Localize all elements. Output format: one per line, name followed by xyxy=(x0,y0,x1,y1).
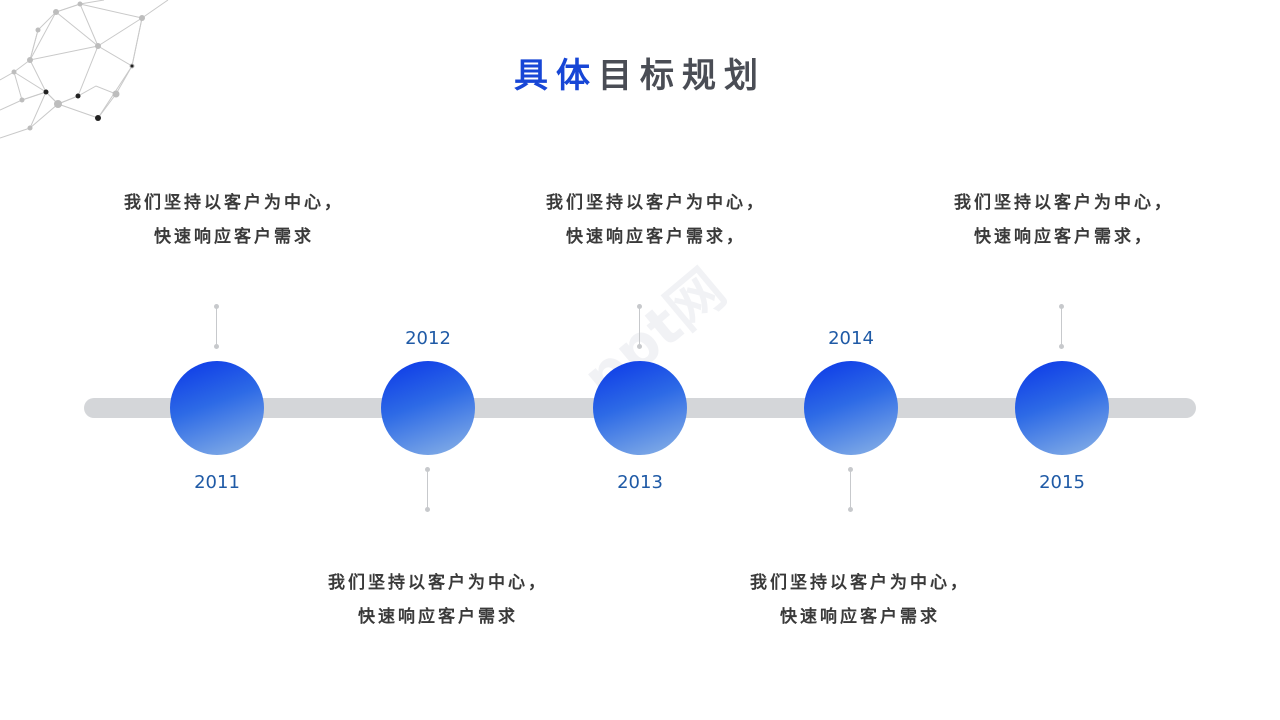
milestone-description: 我们坚持以客户为中心， 快速响应客户需求 xyxy=(288,566,588,634)
description-line-2: 快速响应客户需求， xyxy=(566,227,746,247)
connector-line xyxy=(639,307,640,347)
year-label: 2013 xyxy=(617,472,663,493)
milestone-description: 我们坚持以客户为中心， 快速响应客户需求 xyxy=(84,186,384,254)
connector-dot xyxy=(1059,304,1064,309)
connector-dot xyxy=(1059,344,1064,349)
connector-dot xyxy=(848,507,853,512)
connector-line xyxy=(850,470,851,510)
milestone-description: 我们坚持以客户为中心， 快速响应客户需求 xyxy=(710,566,1010,634)
milestone-description: 我们坚持以客户为中心， 快速响应客户需求， xyxy=(914,186,1214,254)
description-line-1: 我们坚持以客户为中心， xyxy=(328,573,548,593)
timeline-node-2011 xyxy=(170,361,264,455)
description-line-1: 我们坚持以客户为中心， xyxy=(124,193,344,213)
timeline-node-2012 xyxy=(381,361,475,455)
description-line-2: 快速响应客户需求， xyxy=(974,227,1154,247)
connector-line xyxy=(427,470,428,510)
description-line-1: 我们坚持以客户为中心， xyxy=(954,193,1174,213)
connector-dot xyxy=(425,507,430,512)
timeline-node-2013 xyxy=(593,361,687,455)
title-rest: 目标规划 xyxy=(598,56,766,96)
connector-dot xyxy=(214,304,219,309)
year-label: 2012 xyxy=(405,328,451,349)
year-label: 2011 xyxy=(194,472,240,493)
description-line-2: 快速响应客户需求 xyxy=(780,607,940,627)
year-label: 2015 xyxy=(1039,472,1085,493)
connector-line xyxy=(216,307,217,347)
title-accent: 具体 xyxy=(514,56,598,96)
connector-dot xyxy=(637,344,642,349)
description-line-2: 快速响应客户需求 xyxy=(358,607,518,627)
connector-dot xyxy=(848,467,853,472)
connector-line xyxy=(1061,307,1062,347)
description-line-1: 我们坚持以客户为中心， xyxy=(546,193,766,213)
connector-dot xyxy=(214,344,219,349)
description-line-2: 快速响应客户需求 xyxy=(154,227,314,247)
milestone-description: 我们坚持以客户为中心， 快速响应客户需求， xyxy=(506,186,806,254)
timeline-node-2015 xyxy=(1015,361,1109,455)
timeline-node-2014 xyxy=(804,361,898,455)
description-line-1: 我们坚持以客户为中心， xyxy=(750,573,970,593)
page-title: 具体目标规划 xyxy=(0,48,1280,97)
year-label: 2014 xyxy=(828,328,874,349)
connector-dot xyxy=(637,304,642,309)
network-decoration xyxy=(0,0,169,139)
connector-dot xyxy=(425,467,430,472)
